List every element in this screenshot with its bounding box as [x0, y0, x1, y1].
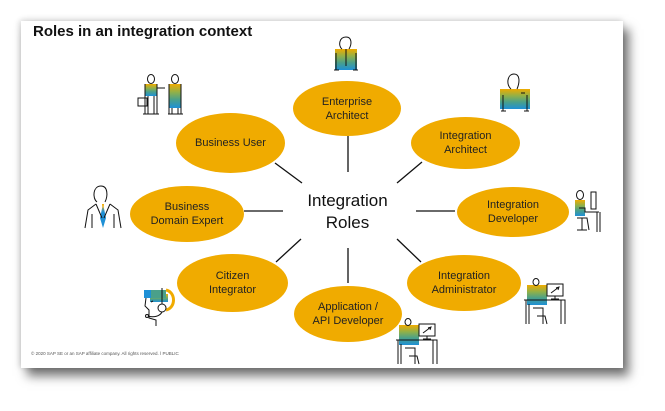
- headset-person-icon: [144, 288, 175, 326]
- role-business-user[interactable]: Business User: [176, 113, 285, 173]
- role-label: Enterprise: [321, 95, 373, 108]
- role-label: Developer: [487, 213, 539, 225]
- role-label: Integration: [438, 270, 490, 282]
- businessman-tie-icon: [84, 185, 122, 229]
- business-people-icon: [137, 74, 183, 115]
- role-label: API Developer: [312, 315, 384, 327]
- role-application-api-developer[interactable]: Application / API Developer: [294, 286, 402, 342]
- role-label: Integration: [487, 199, 539, 211]
- developer-at-desk-icon: [575, 190, 601, 232]
- role-label: Citizen: [215, 270, 250, 282]
- slide-footer: © 2020 SAP SE or an SAP affiliate compan…: [31, 351, 179, 356]
- person-icon: [334, 36, 358, 71]
- person-at-computer-icon: [524, 278, 566, 325]
- role-label: Business User: [195, 137, 266, 149]
- person-at-computer-icon: [396, 318, 438, 365]
- role-label: Administrator: [431, 284, 497, 296]
- center-label-integration-roles: Integration Roles: [290, 190, 405, 234]
- person-icon: [500, 73, 530, 112]
- role-label: Application /: [318, 301, 378, 313]
- role-label: Integrator: [208, 284, 257, 296]
- role-label: Architect: [325, 109, 369, 122]
- role-label: Integration: [439, 130, 492, 142]
- slide-title: Roles in an integration context: [33, 23, 253, 40]
- line-integration-administrator: [396, 238, 422, 263]
- line-business-user: [274, 162, 303, 184]
- line-integration-architect: [396, 161, 423, 184]
- role-label: Domain Expert: [150, 215, 224, 227]
- center-label-line: Roles: [325, 213, 370, 232]
- role-label: Business: [164, 201, 210, 213]
- center-label-line: Integration: [307, 191, 388, 210]
- line-citizen-integrator: [275, 238, 302, 263]
- role-label: Architect: [444, 144, 487, 156]
